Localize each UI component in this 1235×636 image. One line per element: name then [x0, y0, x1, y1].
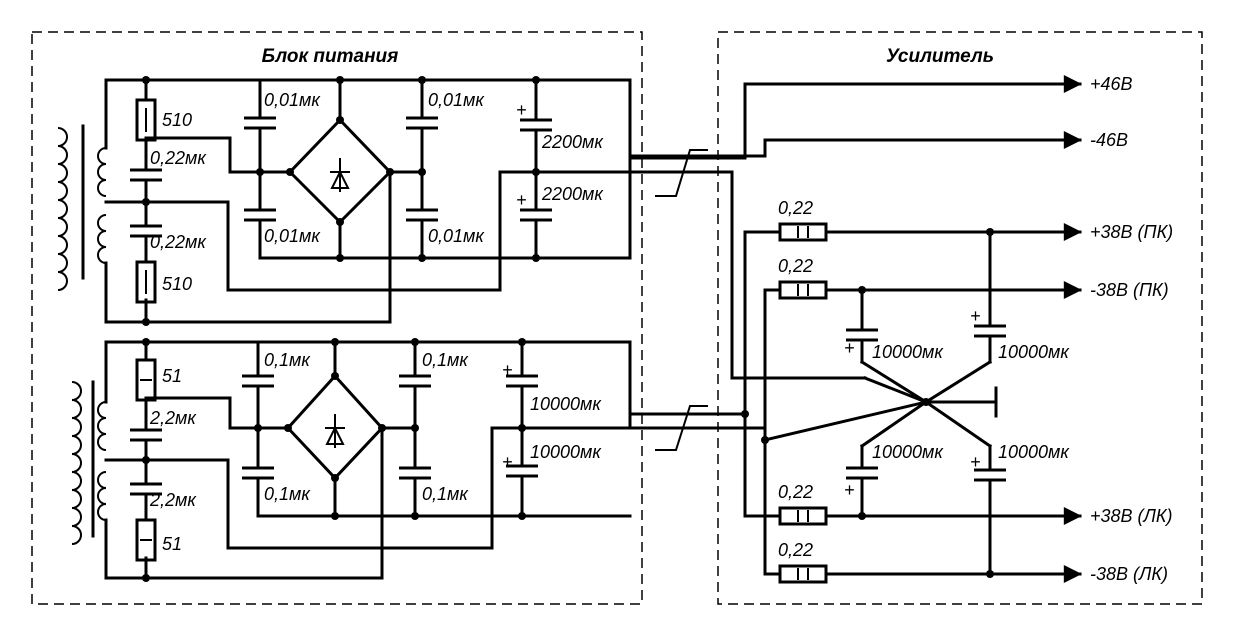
filter-cap-2200-bottom-label: 2200мк [541, 184, 604, 204]
amp-resistor-pk-pos-label: 0,22 [778, 198, 813, 218]
bridge-cap-upper-tr-label: 0,01мк [428, 90, 485, 110]
bridge-cap-upper-bl-label: 0,01мк [264, 226, 321, 246]
resistor-51-top-label: 51 [162, 366, 182, 386]
resistor-510-bottom [135, 260, 157, 304]
amp-resistor-lk-pos-label: 0,22 [778, 482, 813, 502]
amp-cap-lk-pos-label: 10000мк [872, 442, 944, 462]
amp-cap-lk-neg-label: 10000мк [998, 442, 1070, 462]
output-pos38-pk-label: +38В (ПК) [1090, 222, 1173, 242]
plus-amp-cap-lk-pos: + [844, 480, 855, 500]
bridge-cap-lower-tl-label: 0,1мк [264, 350, 311, 370]
resistor-51-bottom [135, 518, 157, 562]
resistor-51-top [135, 358, 157, 402]
lower-diode-bridge [242, 340, 632, 518]
output-neg46-label: -46В [1090, 130, 1128, 150]
upper-secondary-wiring [104, 78, 747, 324]
plus-lower-filter-top: + [502, 360, 513, 380]
amp-resistor-pk-neg-label: 0,22 [778, 256, 813, 276]
plus-amp-cap-pk-pos: + [970, 306, 981, 326]
amplifier-block [717, 31, 1203, 605]
resistor-510-top [135, 98, 157, 142]
output-pos38-lk-label: +38В (ЛК) [1090, 506, 1172, 526]
amp-resistor-lk-pos [778, 506, 828, 526]
inter-block-cables [628, 138, 1082, 451]
lower-secondary-wiring [104, 340, 747, 580]
filter-cap-10000-bottom-label: 10000мк [530, 442, 602, 462]
cap-22-top-label: 2,2мк [149, 408, 197, 428]
power-supply-title: Блок питания [262, 46, 399, 67]
plus-amp-cap-lk-neg: + [970, 452, 981, 472]
amp-cap-pk-neg-label: 10000мк [872, 342, 944, 362]
plus-upper-filter-bottom: + [516, 190, 527, 210]
amp-resistor-lk-neg [778, 564, 828, 584]
amp-resistor-pk-pos [778, 222, 828, 242]
plus-upper-filter-top: + [516, 100, 527, 120]
bridge-cap-upper-br-label: 0,01мк [428, 226, 485, 246]
cap-022-bottom-label: 0,22мк [150, 232, 207, 252]
power-supply-block [31, 31, 643, 605]
output-neg38-lk-label: -38В (ЛК) [1090, 564, 1168, 584]
cap-022-top-label: 0,22мк [150, 148, 207, 168]
resistor-510-bottom-label: 510 [162, 274, 192, 294]
filter-cap-10000-top-label: 10000мк [530, 394, 602, 414]
amp-resistor-lk-neg-label: 0,22 [778, 540, 813, 560]
resistor-51-bottom-label: 51 [162, 534, 182, 554]
plus-lower-filter-bottom: + [502, 452, 513, 472]
plus-amp-cap-pk-neg: + [844, 338, 855, 358]
amp-resistor-pk-neg [778, 280, 828, 300]
amplifier-title: Усилитель [886, 46, 994, 67]
bridge-cap-upper-tl-label: 0,01мк [264, 90, 321, 110]
upper-transformer [57, 124, 107, 291]
cap-22-bottom-label: 2,2мк [149, 490, 197, 510]
output-neg38-pk-label: -38В (ПК) [1090, 280, 1169, 300]
bridge-cap-lower-br-label: 0,1мк [422, 484, 469, 504]
output-pos46-label: +46В [1090, 74, 1133, 94]
filter-cap-2200-top-label: 2200мк [541, 132, 604, 152]
bridge-cap-lower-bl-label: 0,1мк [264, 484, 311, 504]
amplifier-wiring [743, 75, 1082, 583]
amp-cap-pk-pos-label: 10000мк [998, 342, 1070, 362]
resistor-510-top-label: 510 [162, 110, 192, 130]
lower-transformer [71, 380, 107, 545]
junction-dots [142, 76, 994, 582]
bridge-cap-lower-tr-label: 0,1мк [422, 350, 469, 370]
